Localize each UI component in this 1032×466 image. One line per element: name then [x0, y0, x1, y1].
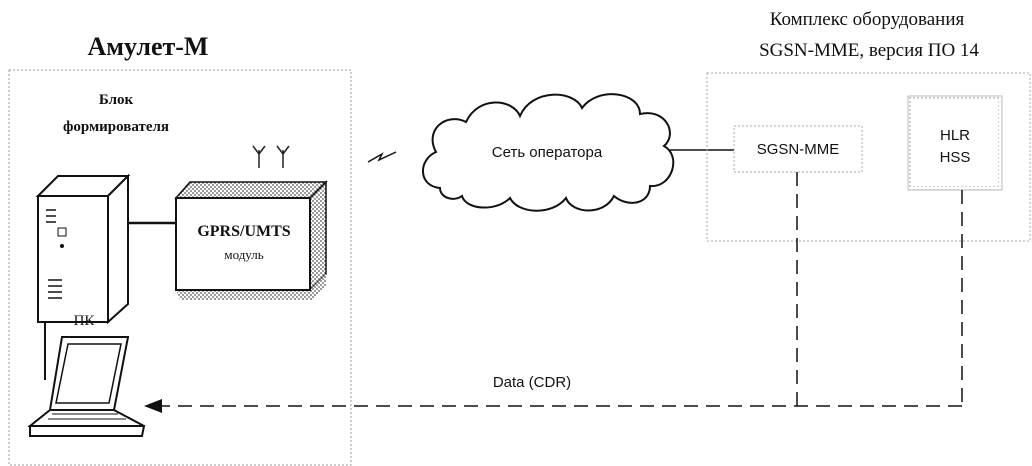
modem-label-line1: GPRS/UMTS — [197, 223, 290, 240]
gprs-umts-modem — [174, 180, 328, 300]
laptop-icon — [27, 336, 146, 437]
amulet-title: Амулет-М — [88, 32, 209, 61]
complex-title-line2: SGSN-MME, версия ПО 14 — [759, 40, 979, 61]
sgsn-mme-node — [733, 125, 863, 173]
complex-title-line1: Комплекс оборудования — [770, 9, 965, 30]
modem-label-line2: модуль — [224, 247, 263, 262]
sgsn-mme-label: SGSN-MME — [757, 141, 840, 158]
block-label-line2: формирователя — [63, 119, 169, 135]
antenna-icon — [252, 145, 290, 168]
hlr-label: HLR — [940, 127, 970, 144]
block-label-line1: Блок — [99, 92, 134, 108]
pc-label: ПК — [74, 313, 96, 329]
server-tower-icon — [35, 173, 131, 325]
complex-frame — [706, 72, 1031, 242]
hss-label: HSS — [940, 149, 971, 166]
amulet-frame — [8, 69, 352, 466]
operator-network-cloud — [422, 93, 675, 212]
wireless-signal-icon — [367, 151, 397, 163]
cdr-data-path — [160, 172, 963, 407]
cloud-label: Сеть оператора — [492, 144, 603, 161]
data-cdr-label: Data (CDR) — [493, 374, 571, 391]
cdr-arrowhead-icon — [144, 399, 162, 413]
